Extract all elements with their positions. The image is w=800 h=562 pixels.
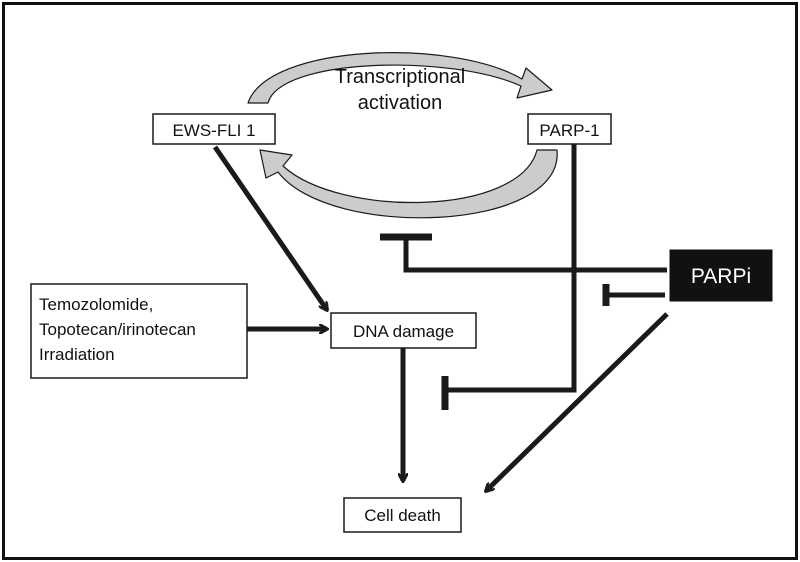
ews-fli1-box: [152, 113, 276, 145]
treatment-irradiation: Irradiation: [39, 345, 115, 364]
treatment-temozolomide: Temozolomide,: [39, 295, 153, 314]
dna-damage-label: DNA damage: [353, 322, 454, 341]
treatments-box: [30, 283, 248, 379]
cycle-label-line2: activation: [358, 92, 443, 114]
treatment-topotecan: Topotecan/irinotecan: [39, 320, 196, 339]
cell-death-label: Cell death: [364, 506, 441, 525]
parpi-to-cell-death-arrow: [486, 312, 669, 491]
bottom-curved-arrow: [259, 149, 558, 219]
cell-death-box: [343, 497, 462, 533]
ews-fli1-to-dna-damage-arrow: [212, 145, 327, 310]
parpi-label: PARPi: [691, 265, 751, 288]
parpi-inhibits-transcription: [380, 233, 667, 273]
parpi-inhibits-parp: [602, 284, 665, 306]
parp1-box: [527, 113, 612, 145]
ews-fli1-label: EWS-FLI 1: [172, 121, 255, 140]
dna-damage-box: [330, 312, 477, 349]
parp1-inhibits-cell-death: [441, 144, 577, 410]
cycle-label-line1: Transcriptional: [335, 66, 465, 88]
top-curved-arrow: [247, 52, 553, 104]
cycle-arrows: [247, 52, 558, 219]
parp1-label: PARP-1: [539, 121, 599, 140]
parpi-box: [669, 249, 773, 302]
